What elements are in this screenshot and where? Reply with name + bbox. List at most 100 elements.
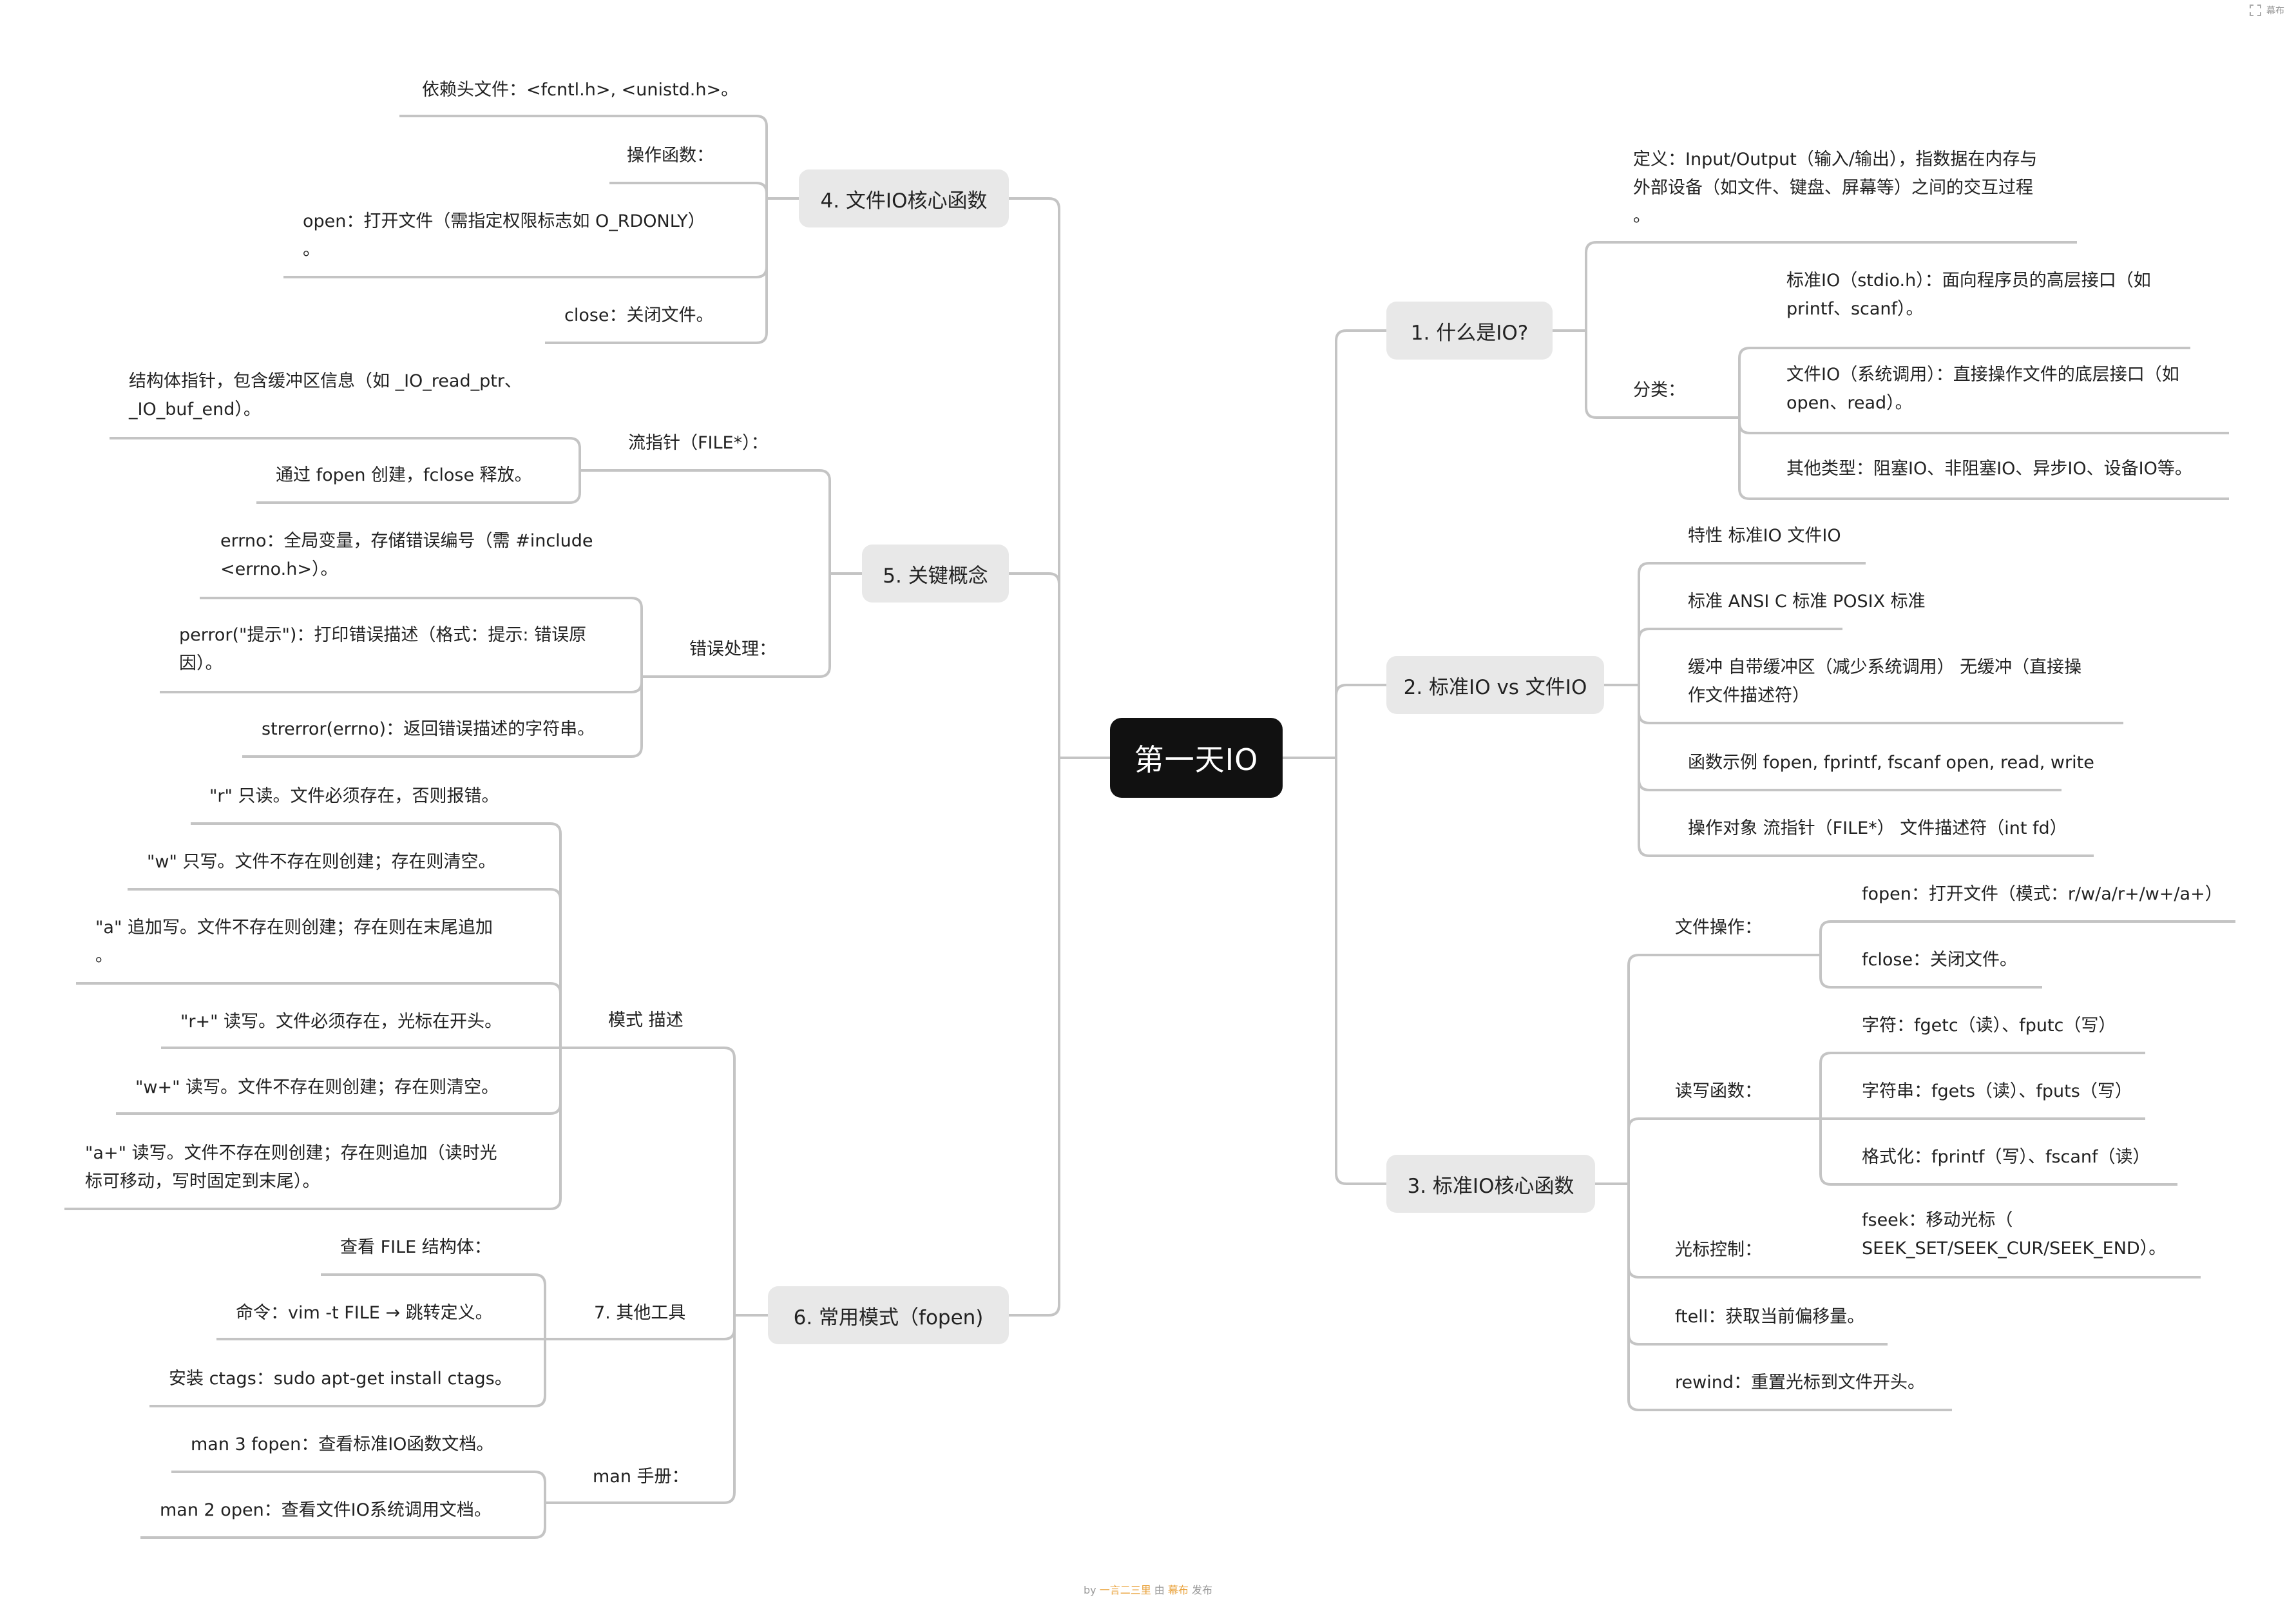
b5-connector [819, 574, 831, 678]
mode-a-item: "a" 追加写。文件不存在则创建；存在则在末尾追加 。 [95, 914, 493, 970]
rewind-item: rewind：重置光标到文件开头。 [1675, 1373, 1925, 1393]
footer-author[interactable]: 一言二三里 [1099, 1584, 1151, 1596]
b6-man-connector [534, 1503, 546, 1539]
b1-connector [1585, 331, 1597, 419]
b3-connector [1627, 954, 1640, 1184]
operation-functions-label: 操作函数： [627, 146, 714, 166]
b3-connector [1627, 1117, 1640, 1184]
text-line: 标准IO（stdio.h）：面向程序员的高层接口（如 [1786, 271, 2151, 291]
b2-connector [1638, 685, 1650, 857]
stream-create-item: 通过 fopen 创建，fclose 释放。 [276, 465, 532, 485]
close-item: close：关闭文件。 [564, 305, 714, 325]
cursor-control-label: 光标控制： [1675, 1240, 1762, 1260]
io-definition-line: 。 [1633, 206, 1650, 226]
b4-connector [756, 115, 768, 198]
root-node[interactable]: 第一天IO [1110, 718, 1283, 798]
root-right-connector [1335, 758, 1347, 1185]
branch-fopen-modes[interactable]: 6. 常用模式（fopen) [768, 1286, 1009, 1344]
b1-cat-connector [1738, 347, 1750, 418]
branch-fileio-functions[interactable]: 4. 文件IO核心函数 [799, 169, 1009, 227]
b3-connector [1627, 1184, 1640, 1279]
stream-pointer-label: 流指针（FILE*）： [628, 433, 769, 453]
b3-connector [1627, 1184, 1640, 1346]
ftell-item: ftell：获取当前偏移量。 [1675, 1307, 1865, 1327]
branch-what-is-io[interactable]: 1. 什么是IO? [1386, 302, 1553, 360]
io-definition-line: 外部设备（如文件、键盘、屏幕等）之间的交互过程 [1633, 178, 2033, 198]
b2-connector [1638, 685, 1650, 791]
io-definition-line: 定义：Input/Output（输入/输出），指数据在内存与 [1633, 150, 2038, 169]
footer-brand[interactable]: 幕布 [1167, 1584, 1189, 1596]
b3-rw-connector [1819, 1052, 1832, 1119]
other-tools-label: 7. 其他工具 [594, 1303, 686, 1323]
mode-r-item: "r" 只读。文件必须存在，否则报错。 [209, 786, 499, 806]
b5-err-connector [631, 677, 643, 693]
text-line: 。 [303, 240, 320, 260]
char-io-item: 字符：fgetc（读）、fputc（写） [1862, 1016, 2116, 1036]
b5-err-connector [631, 597, 643, 677]
b1-cat-connector [1738, 418, 1750, 500]
text-line: 作文件描述符） [1688, 686, 1810, 706]
b3-rw-connector [1819, 1119, 1832, 1186]
root-left-connector [1048, 758, 1060, 1317]
footer-credit: by 一言二三里 由 幕布 发布 [0, 1581, 2296, 1597]
errno-item: errno：全局变量，存储错误编号（需 #include <errno.h>）。 [220, 527, 593, 584]
b6-connector [723, 1315, 736, 1504]
man-open-item: man 2 open：查看文件IO系统调用文档。 [160, 1500, 492, 1520]
text-line: 缓冲 自带缓冲区（减少系统调用） 无缓冲（直接操 [1688, 657, 2082, 677]
b5-connector [819, 469, 831, 574]
error-handling-label: 错误处理： [689, 639, 776, 659]
b2-connector [1638, 628, 1650, 685]
branch-stdio-functions[interactable]: 3. 标准IO核心函数 [1386, 1155, 1595, 1213]
io-category-fileio: 文件IO（系统调用）：直接操作文件的底层接口（如 open、read）。 [1786, 361, 2179, 418]
text-line: 结构体指针，包含缓冲区信息（如 _IO_read_ptr、 [129, 371, 522, 391]
compare-standard-row: 标准 ANSI C 标准 POSIX 标准 [1688, 592, 1926, 612]
text-line: printf、scanf）。 [1786, 299, 1924, 319]
root-right-connector [1335, 684, 1347, 758]
fseek-item: fseek：移动光标（ SEEK_SET/SEEK_CUR/SEEK_END）。 [1862, 1206, 2166, 1263]
b5-stream-connector [569, 437, 581, 470]
b4-connector [756, 182, 768, 198]
fopen-item: fopen：打开文件（模式：r/w/a/r+/w+/a+） [1862, 884, 2223, 904]
fclose-item: fclose：关闭文件。 [1862, 950, 2018, 970]
branch-stdio-vs-fileio[interactable]: 2. 标准IO vs 文件IO [1386, 656, 1604, 714]
mode-a-plus-item: "a+" 读写。文件不存在则创建；存在则追加（读时光 标可移动，写时固定到末尾）… [85, 1139, 497, 1196]
text-line: _IO_buf_end）。 [129, 400, 261, 420]
footer-via: 由 [1154, 1584, 1165, 1596]
b5-stream-connector [569, 470, 581, 504]
root-right-connector [1335, 329, 1347, 758]
footer-publish: 发布 [1192, 1584, 1213, 1596]
b3-fileops-connector [1819, 955, 1832, 989]
branch-key-concepts[interactable]: 5. 关键概念 [862, 545, 1009, 603]
io-category-label: 分类： [1633, 380, 1685, 400]
text-line: 文件IO（系统调用）：直接操作文件的底层接口（如 [1786, 365, 2179, 385]
rw-functions-label: 读写函数： [1675, 1081, 1762, 1101]
b6-connector [723, 1047, 736, 1315]
footer-by: by [1083, 1584, 1096, 1596]
mode-w-item: "w" 只写。文件不存在则创建；存在则清空。 [147, 852, 496, 872]
text-line: "a" 追加写。文件不存在则创建；存在则在末尾追加 [95, 918, 493, 938]
text-line: 因）。 [179, 653, 223, 673]
io-category-other: 其他类型：阻塞IO、非阻塞IO、异步IO、设备IO等。 [1786, 459, 2192, 479]
b6-mode-connector [550, 822, 562, 1048]
text-line: errno：全局变量，存储错误编号（需 #include [220, 531, 593, 551]
b3-connector [1627, 1184, 1640, 1411]
mode-w-plus-item: "w+" 读写。文件不存在则创建；存在则清空。 [135, 1077, 499, 1097]
mode-r-plus-item: "r+" 读写。文件必须存在，光标在开头。 [180, 1012, 502, 1032]
root-left-connector [1048, 197, 1060, 758]
b6-mode-connector [550, 982, 562, 1048]
stream-struct-item: 结构体指针，包含缓冲区信息（如 _IO_read_ptr、 _IO_buf_en… [129, 367, 522, 424]
vim-tag-item: 命令：vim -t FILE → 跳转定义。 [236, 1303, 493, 1323]
text-line: <errno.h>）。 [220, 559, 338, 579]
b5-err-connector [631, 677, 643, 758]
man-pages-label: man 手册： [593, 1467, 689, 1487]
header-deps-item: 依赖头文件：<fcntl.h>, <unistd.h>。 [422, 80, 739, 100]
root-left-connector [1048, 572, 1060, 758]
text-line: fseek：移动光标（ [1862, 1210, 2013, 1230]
open-item: open：打开文件（需指定权限标志如 O_RDONLY） 。 [303, 207, 705, 264]
b4-connector [756, 198, 768, 344]
b2-connector [1638, 685, 1650, 724]
text-line: open：打开文件（需指定权限标志如 O_RDONLY） [303, 211, 705, 231]
expand-icon [2250, 5, 2261, 16]
b6-man-connector [534, 1471, 546, 1503]
